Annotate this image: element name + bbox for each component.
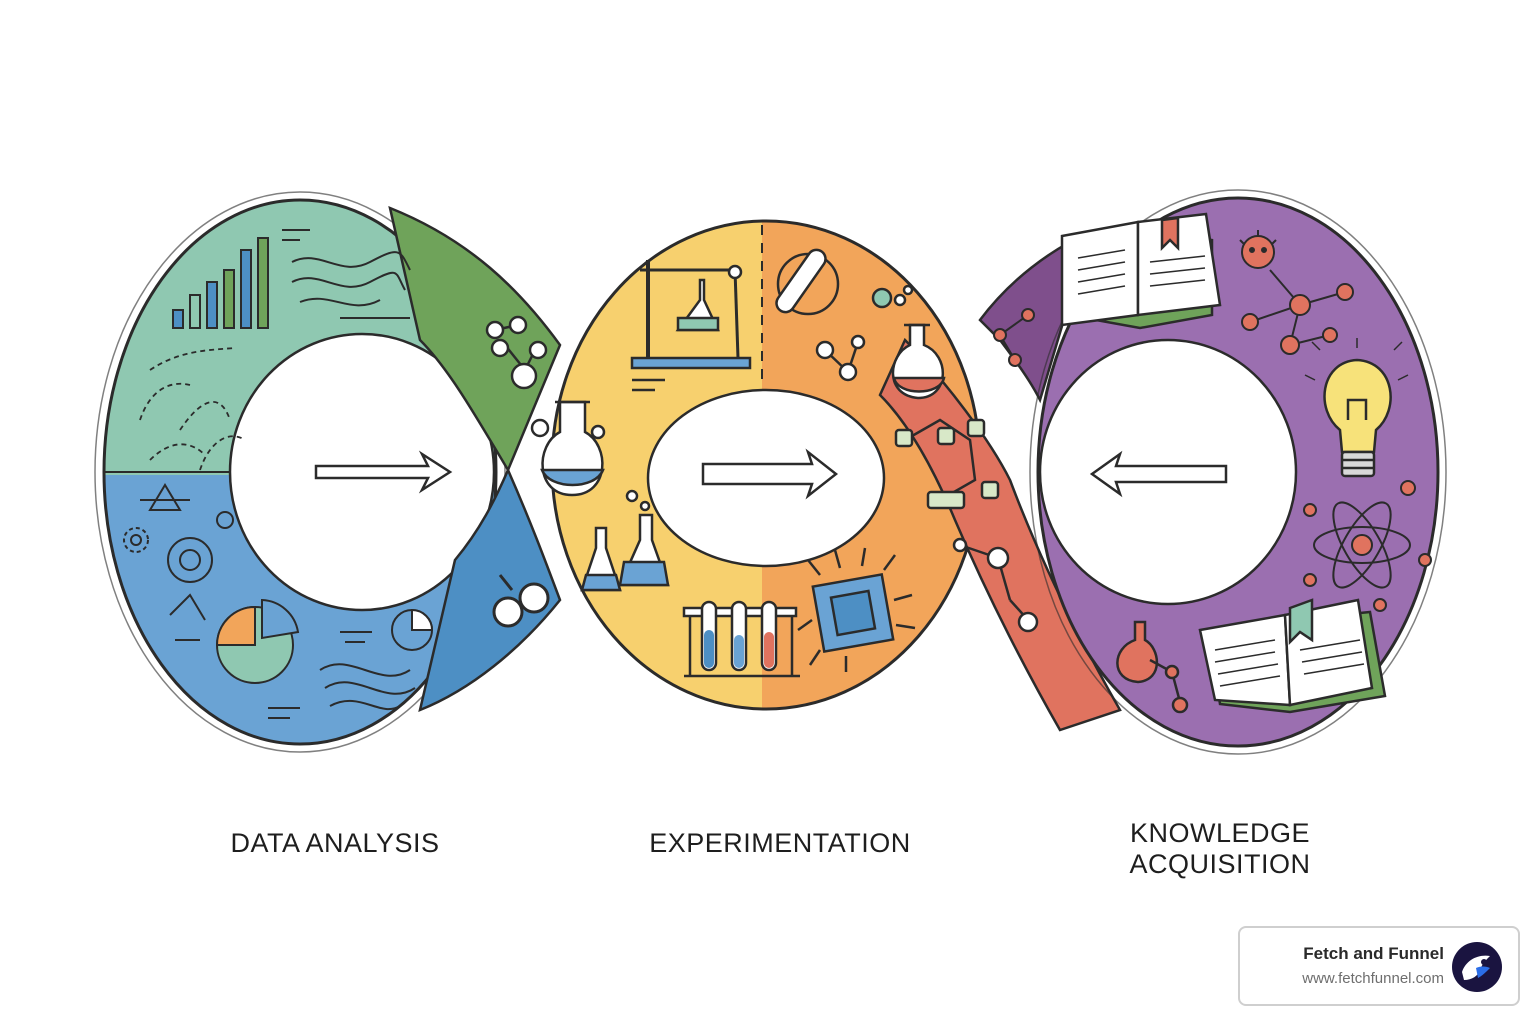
label-knowledge-line2: ACQUISITION (1129, 849, 1311, 879)
wave-lines-icon (282, 229, 411, 319)
circuit-chip-icon (797, 547, 916, 672)
circuit-board-icon (894, 418, 1000, 510)
bar-chart-icon (172, 237, 269, 329)
brand-name: Fetch and Funnel (1303, 944, 1444, 963)
brand-url[interactable]: www.fetchfunnel.com (1302, 970, 1444, 987)
virus-icon (1239, 230, 1277, 269)
flask-icon (530, 400, 606, 497)
network-molecule-icon (1241, 269, 1354, 355)
lightbulb-icon (1304, 338, 1409, 478)
round-flask-icon (891, 323, 946, 400)
open-book-icon (1198, 598, 1387, 714)
brand-logo-icon (1452, 942, 1502, 992)
label-knowledge-acquisition: KNOWLEDGE ACQUISITION (1090, 818, 1350, 880)
label-experimentation: EXPERIMENTATION (610, 828, 950, 859)
twist-left-middle (388, 205, 562, 713)
recycle-icon (169, 593, 206, 641)
label-data-analysis-text: DATA ANALYSIS (230, 828, 440, 858)
arrow-right-middle-loop (701, 448, 839, 500)
test-tube-icon (775, 248, 914, 316)
arrow-left-right-loop (1089, 450, 1228, 498)
arrow-right-left-loop (314, 450, 453, 494)
pie-chart-icon (215, 598, 434, 684)
lab-stand-icon (630, 260, 752, 392)
molecule-icon-middle (815, 334, 866, 382)
label-experimentation-text: EXPERIMENTATION (649, 828, 911, 858)
label-knowledge-line1: KNOWLEDGE (1129, 818, 1311, 848)
chain-link-icon (492, 574, 550, 628)
molecule-icon-red (952, 537, 1039, 633)
flow-arrows-icon (139, 347, 246, 471)
molecule-icon (485, 315, 548, 390)
book-icon (1060, 212, 1222, 330)
brand-card[interactable]: Fetch and Funnel www.fetchfunnel.com (1238, 926, 1520, 1006)
flask-molecule-icon (1116, 620, 1189, 714)
flask-pair-icon (580, 489, 670, 592)
atom-icon (1303, 480, 1432, 612)
label-data-analysis: DATA ANALYSIS (175, 828, 495, 859)
gear-icon (123, 511, 234, 583)
compass-icon (140, 483, 190, 511)
test-tube-rack-icon (682, 600, 800, 678)
wave-lines-icon-bottom (268, 631, 416, 719)
molecule-icon-purple (993, 308, 1035, 367)
